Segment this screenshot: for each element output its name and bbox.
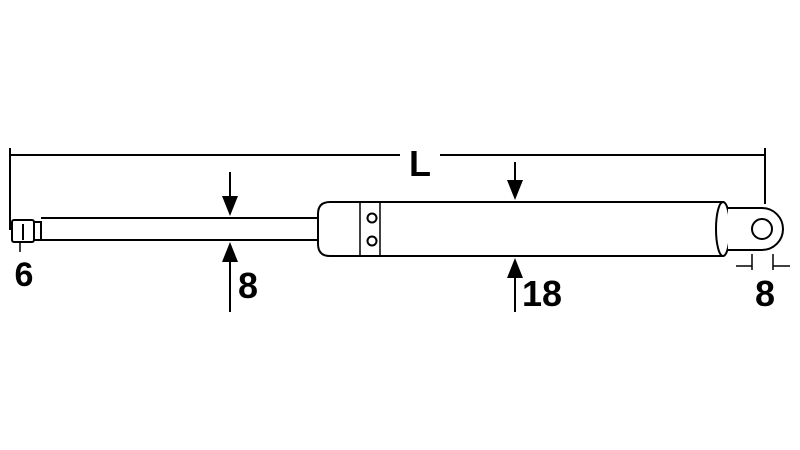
end-fitting bbox=[11, 219, 42, 243]
cylinder-hole-top bbox=[366, 212, 378, 224]
cylinder-body bbox=[317, 201, 724, 257]
length-dimension bbox=[9, 148, 766, 230]
cylinder-diameter-label: 18 bbox=[522, 273, 562, 314]
cylinder-arrow-bottom-icon bbox=[507, 258, 523, 278]
rod-diameter-label: 8 bbox=[238, 265, 258, 306]
cylinder-dimension bbox=[507, 162, 523, 312]
cylinder-outline bbox=[317, 201, 724, 257]
eye-fitting-cap bbox=[715, 201, 731, 257]
end-fitting-collar bbox=[33, 221, 42, 241]
end-fitting-width-label: 6 bbox=[15, 256, 34, 294]
piston-rod bbox=[41, 217, 322, 241]
length-label: L bbox=[409, 143, 431, 184]
rod-dimension bbox=[222, 172, 238, 312]
rod-arrow-bottom-icon bbox=[222, 242, 238, 262]
eye-hole bbox=[751, 218, 773, 240]
cylinder-hole-bottom bbox=[366, 235, 378, 247]
cylinder-arrow-top-icon bbox=[507, 180, 523, 200]
eye-fitting bbox=[715, 201, 784, 257]
eye-dimension bbox=[736, 254, 790, 270]
rod-arrow-top-icon bbox=[222, 196, 238, 216]
eye-diameter-label: 8 bbox=[755, 273, 775, 314]
